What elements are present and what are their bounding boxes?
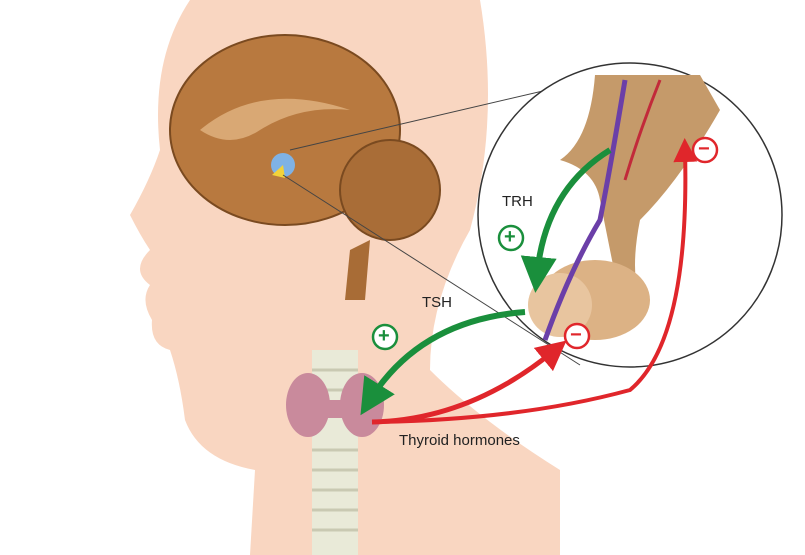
trh-label: TRH — [502, 193, 533, 210]
tsh-label: TSH — [422, 294, 452, 311]
inhibit-sign-hypothalamus: − — [698, 138, 710, 160]
brain — [169, 34, 441, 300]
inhibit-sign-pituitary: − — [570, 324, 582, 346]
thyroid-hormones-label: Thyroid hormones — [399, 432, 520, 449]
pituitary-magnified-view — [477, 62, 783, 368]
tsh-arrow — [360, 309, 526, 416]
stimulate-sign-tsh: + — [378, 325, 390, 347]
stimulate-sign-trh: + — [504, 226, 516, 248]
trh-arrow — [520, 147, 612, 293]
feedback-arrow-hypothalamus — [371, 138, 698, 424]
